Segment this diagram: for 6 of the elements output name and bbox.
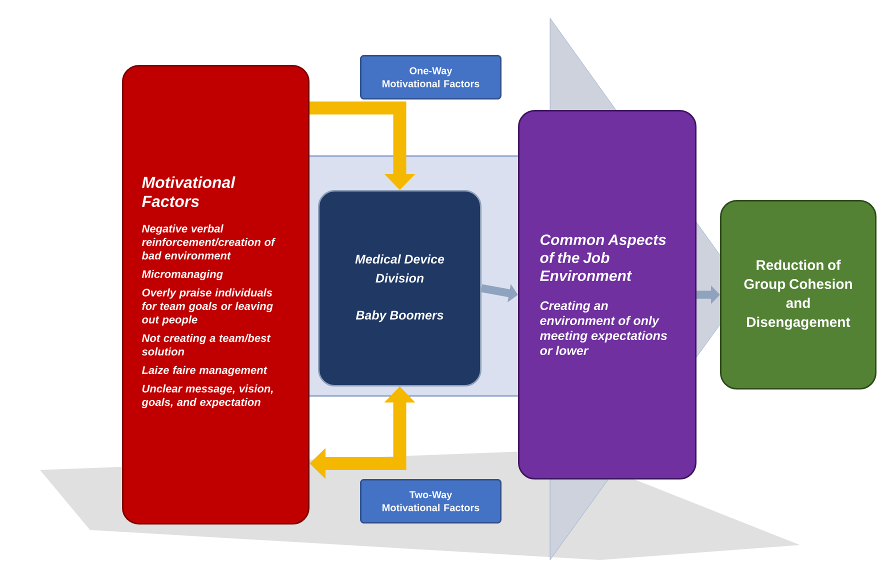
label-box: One-Way Motivational Factors: [360, 55, 502, 100]
factor-box: Motivational Factors Negative verbal reinforcement/creation of bad environment Micromanaging Overly praise individuals for team goals or leaving out people Not creating a team/best solution Laize faire management Unclear message, vision, goals, and expectation: [122, 65, 310, 524]
aspect-box: Common Aspects of the Job Environment Creating an environment of only meeting expectations or lower: [518, 110, 696, 480]
outcome-box: Reduction of Group Cohesion and Disengagement: [720, 200, 876, 390]
group-box: Medical Device Division Baby Boomers: [318, 190, 482, 386]
label-box: Two-Way Motivational Factors: [360, 479, 502, 524]
